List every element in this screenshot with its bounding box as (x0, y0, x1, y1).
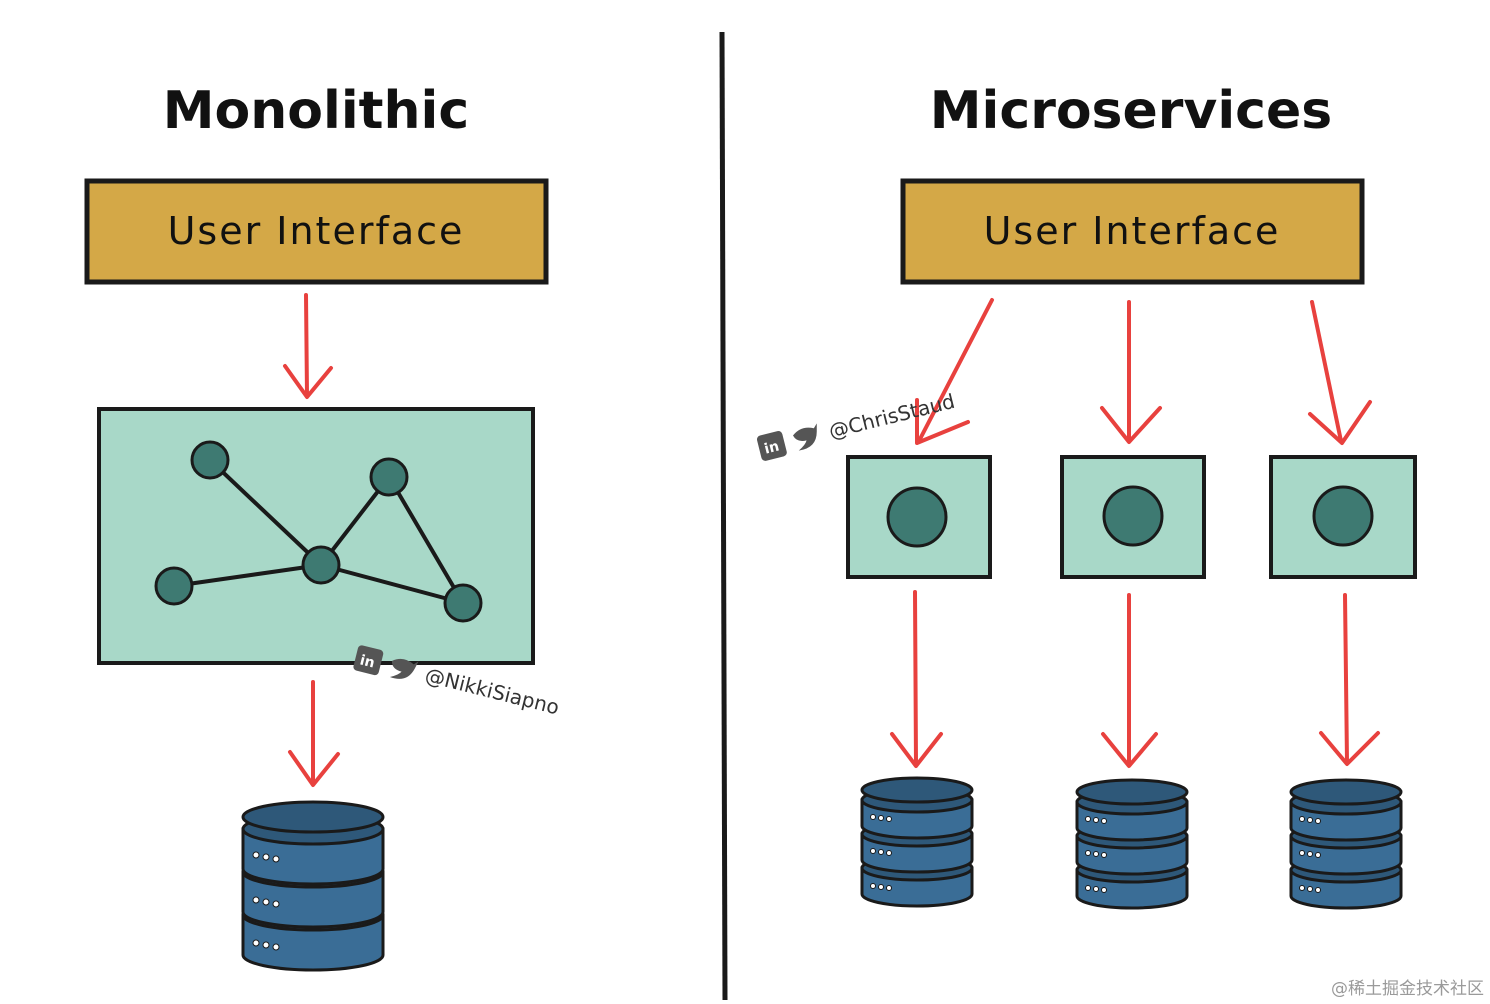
monolithic-app-rect (97, 407, 535, 665)
microservices-ui-label: User Interface (984, 209, 1281, 253)
graph-edge (387, 475, 465, 605)
service-node (1312, 485, 1374, 547)
monolithic-ui-rect (84, 178, 549, 285)
linkedin-icon (756, 431, 787, 461)
monolithic-title: Monolithic (163, 81, 469, 141)
microservices-arrow-service-to-db-2 (1101, 593, 1158, 768)
microservices-title: Microservices (930, 81, 1332, 141)
monolithic-watermark-handle: @NikkiSiapno (423, 663, 562, 720)
twitter-icon (792, 423, 817, 451)
center-divider (719, 31, 728, 1001)
service-box-2 (1060, 455, 1206, 579)
graph-node (190, 440, 230, 480)
graph-node (154, 566, 194, 606)
service-box-3 (1269, 455, 1417, 579)
microservices-arrow-service-to-db-3 (1319, 593, 1380, 766)
service-box-1 (846, 455, 992, 579)
graph-edge (173, 563, 322, 588)
database-icon (860, 776, 974, 908)
microservices-arrow-ui-to-service-1 (915, 298, 994, 445)
graph-edge (208, 458, 323, 567)
monolithic-panel: Monolithic User Interface in (84, 81, 562, 972)
monolithic-arrow-app-to-db (288, 680, 340, 787)
svg-text:in: in (358, 652, 376, 671)
microservices-database-2 (1075, 778, 1189, 910)
footer-watermark: @稀土掘金技术社区 (1331, 979, 1484, 999)
monolithic-app-box (97, 407, 535, 665)
monolithic-database (241, 800, 385, 972)
database-icon (1289, 778, 1403, 910)
twitter-icon (389, 658, 419, 679)
graph-node (369, 457, 409, 497)
microservices-database-3 (1289, 778, 1403, 910)
service-node (1102, 485, 1164, 547)
microservices-arrow-ui-to-service-3 (1308, 300, 1372, 445)
microservices-arrow-service-to-db-1 (890, 590, 943, 768)
microservices-arrow-ui-to-service-2 (1100, 300, 1162, 444)
graph-node (443, 583, 483, 623)
microservices-ui-box: User Interface (900, 178, 1365, 285)
service-node (886, 486, 948, 548)
database-icon (1075, 778, 1189, 910)
monolithic-ui-label: User Interface (168, 209, 465, 253)
svg-text:in: in (763, 438, 781, 457)
monolithic-ui-box: User Interface (84, 178, 549, 285)
microservices-panel: Microservices User Interface in @ChrisSt… (756, 81, 1417, 910)
graph-node (301, 545, 341, 585)
linkedin-icon (353, 645, 384, 676)
database-icon (241, 800, 385, 972)
microservices-ui-rect (900, 178, 1365, 285)
graph-edge (320, 563, 464, 605)
microservices-database-1 (860, 776, 974, 908)
monolithic-arrow-ui-to-app (283, 293, 333, 399)
